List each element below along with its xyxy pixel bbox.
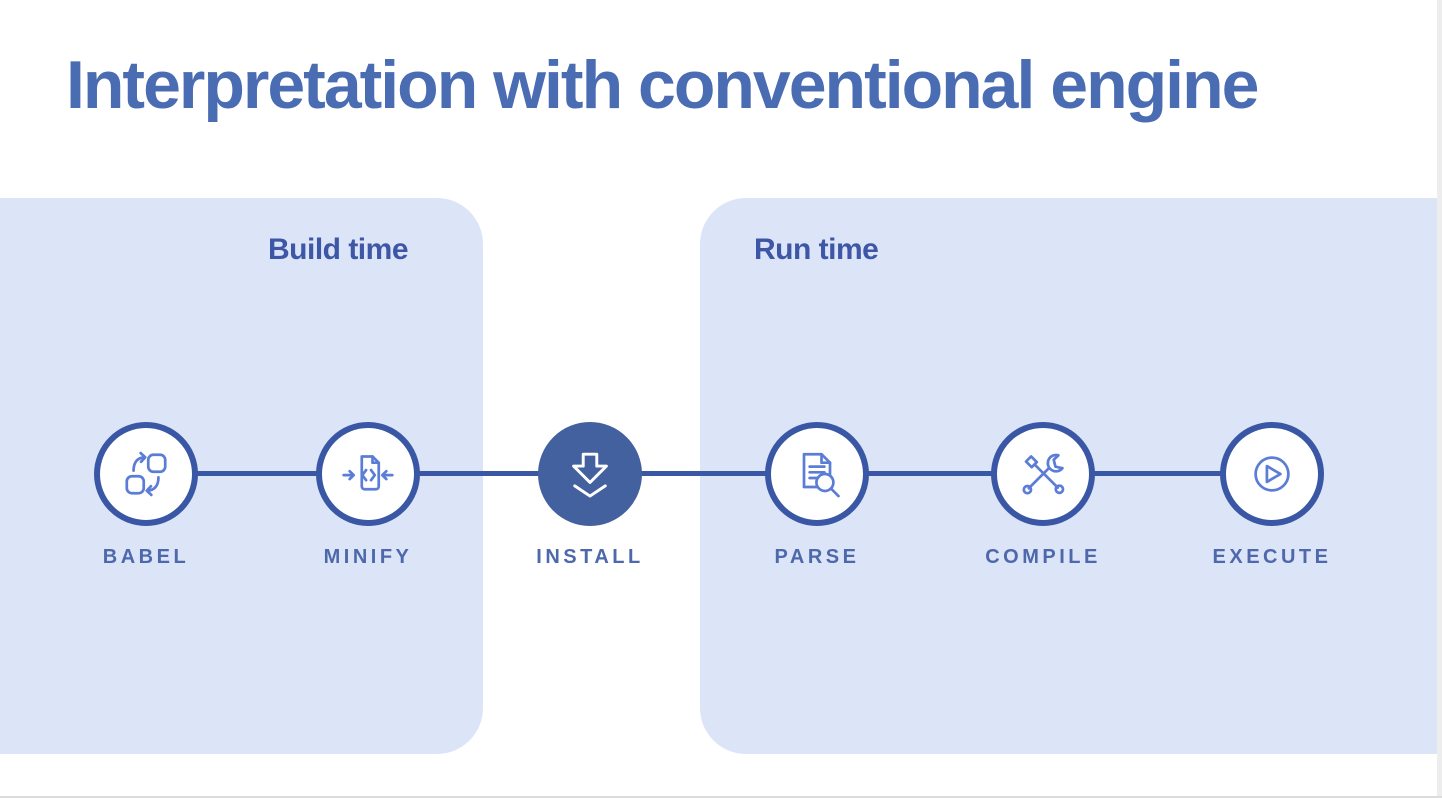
node-label-install: INSTALL [536, 546, 644, 568]
node-execute: EXECUTE [1202, 422, 1342, 569]
node-compile: COMPILE [973, 422, 1113, 569]
babel-circle [94, 422, 198, 526]
tools-icon [1017, 448, 1069, 500]
execute-circle [1220, 422, 1324, 526]
page-title: Interpretation with conventional engine [66, 47, 1259, 123]
bottom-hairline [0, 796, 1442, 798]
build-time-heading: Build time [268, 233, 409, 266]
parse-circle [765, 422, 869, 526]
node-label-compile: COMPILE [985, 546, 1101, 568]
window-edge-strip [1437, 0, 1442, 798]
install-circle [538, 422, 642, 526]
compile-circle [991, 422, 1095, 526]
node-label-babel: BABEL [102, 546, 190, 568]
pipeline-connector-line [146, 471, 1272, 476]
node-label-minify: MINIFY [323, 546, 413, 568]
minify-circle [316, 422, 420, 526]
compress-file-icon [342, 448, 394, 500]
node-minify: MINIFY [298, 422, 438, 569]
node-parse: PARSE [747, 422, 887, 569]
download-arrow-icon [564, 448, 616, 500]
run-time-heading: Run time [754, 233, 879, 266]
node-label-parse: PARSE [774, 546, 860, 568]
node-babel: BABEL [76, 422, 216, 569]
node-install: INSTALL [520, 422, 660, 569]
transform-arrows-icon [120, 448, 172, 500]
play-icon [1246, 448, 1298, 500]
document-search-icon [791, 448, 843, 500]
node-label-execute: EXECUTE [1212, 546, 1332, 568]
